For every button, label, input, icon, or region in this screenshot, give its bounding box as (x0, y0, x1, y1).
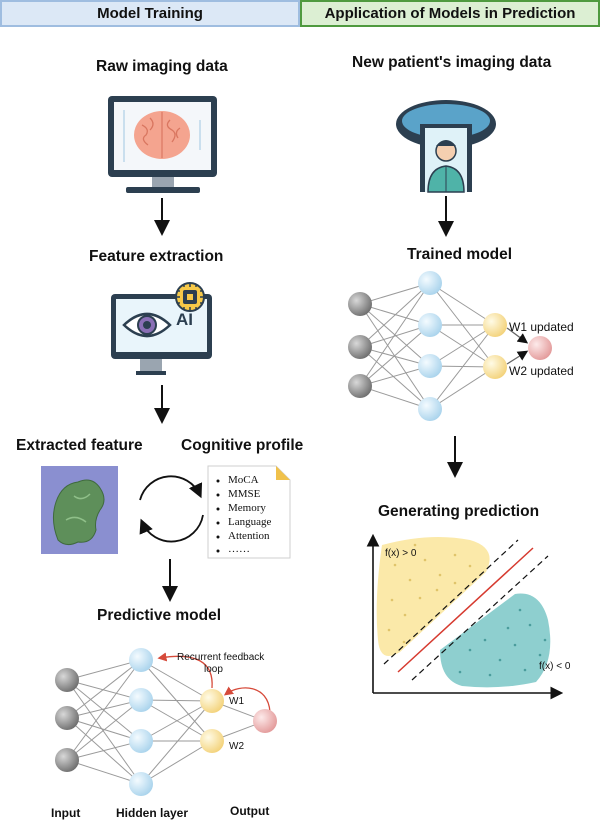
cycle-arrows-icon (139, 475, 204, 543)
cognitive-item: Language (228, 516, 272, 528)
w2-label: W2 (229, 741, 244, 752)
header-model-training-text: Model Training (97, 5, 203, 22)
cognitive-item: …… (228, 543, 250, 555)
fx-negative-label: f(x) < 0 (539, 661, 571, 672)
w2-updated-label: W2 updated (509, 364, 574, 378)
feedback-arrow-1 (157, 652, 213, 689)
cognitive-item: Attention (228, 530, 270, 542)
ai-badge: AI (176, 310, 193, 329)
predictive-network-edges (66, 659, 266, 785)
cognitive-item: Memory (228, 502, 266, 514)
cognitive-item: MoCA (228, 474, 259, 486)
header-application-text: Application of Models in Prediction (324, 5, 576, 22)
predictive-network-nodes (55, 648, 277, 796)
predictive-model-title: Predictive model (97, 607, 222, 624)
feature-extraction-title: Feature extraction (89, 248, 224, 265)
w1-label: W1 (229, 696, 244, 707)
cognitive-profile-title: Cognitive profile (181, 437, 304, 454)
header-application: Application of Models in Prediction (300, 0, 600, 27)
ai-eye-monitor-icon (111, 282, 212, 375)
trained-network-edges (359, 282, 496, 410)
mri-scanner-icon (396, 100, 496, 193)
input-label: Input (51, 806, 81, 820)
hidden-layer-label: Hidden layer (116, 806, 189, 820)
feedback-label-line2: loop (204, 664, 223, 675)
raw-imaging-title: Raw imaging data (96, 58, 228, 75)
feedback-arrow-2 (223, 686, 271, 713)
extracted-feature-title: Extracted feature (16, 437, 143, 454)
fx-positive-label: f(x) > 0 (385, 548, 417, 559)
new-patient-title: New patient's imaging data (352, 54, 552, 71)
extracted-feature-image (41, 466, 118, 554)
trained-model-title: Trained model (407, 246, 513, 263)
w1-updated-label: W1 updated (509, 320, 574, 334)
cognitive-profile-document (207, 465, 291, 559)
trained-network-nodes (348, 271, 552, 421)
generating-prediction-title: Generating prediction (378, 503, 540, 520)
header-model-training: Model Training (0, 0, 300, 27)
feedback-label-line1: Recurrent feedback (177, 652, 265, 663)
classification-plot (366, 533, 564, 700)
brain-monitor-icon (108, 96, 217, 193)
cognitive-item: MMSE (228, 488, 261, 500)
output-label: Output (230, 804, 270, 818)
